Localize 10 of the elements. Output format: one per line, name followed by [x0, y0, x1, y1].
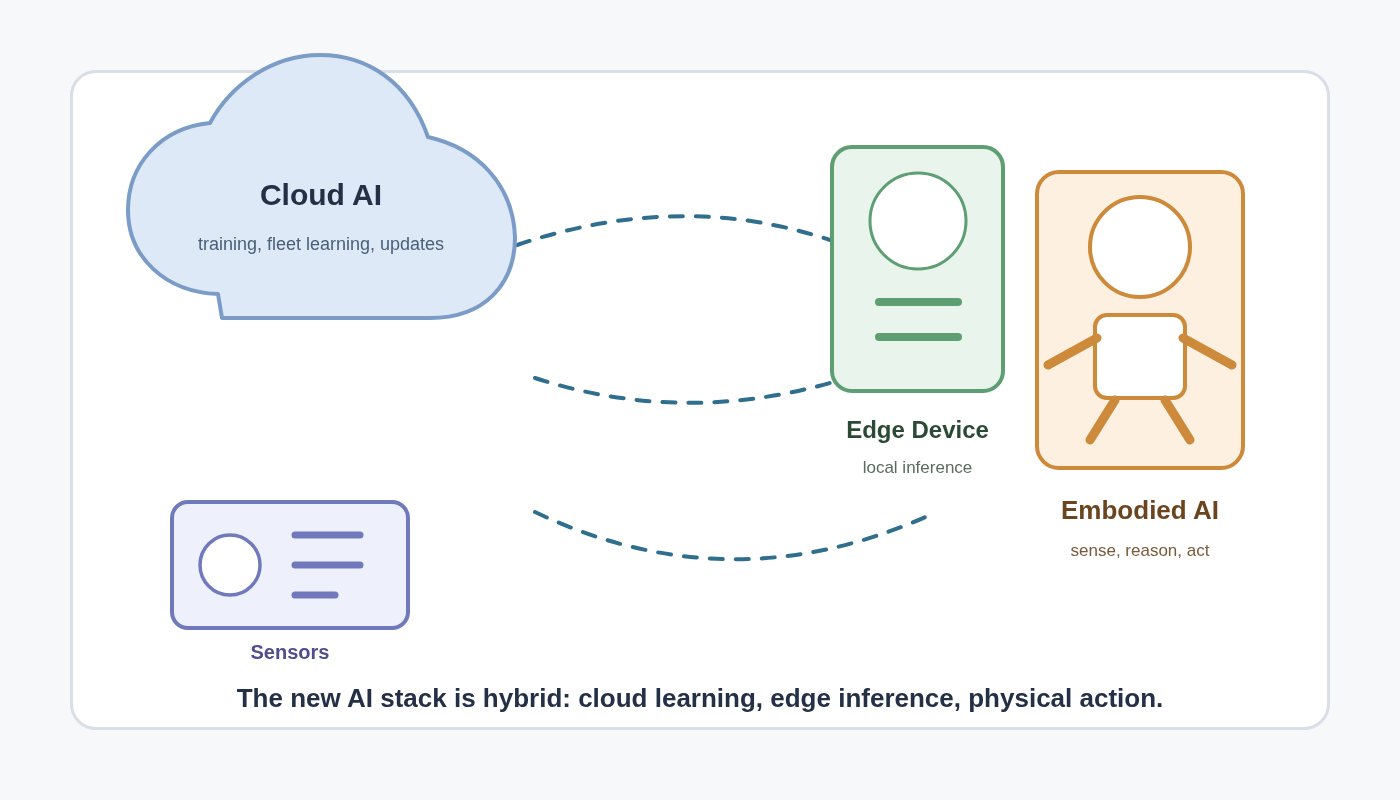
node-subtitle: training, fleet learning, updates: [197, 233, 445, 255]
dashed-connector: [533, 376, 832, 405]
node-title: Embodied AI: [1061, 495, 1219, 525]
node-title: Edge Device: [846, 416, 989, 444]
node-title: Cloud AI: [259, 178, 383, 212]
node-subtitle: local inference: [862, 458, 973, 478]
dashed-connector: [515, 214, 832, 247]
caption: The new AI stack is hybrid: cloud learning, edge inference, physical action.: [236, 682, 1164, 714]
node-title: Sensors: [250, 640, 330, 664]
node-subtitle: sense, reason, act: [1070, 541, 1210, 561]
